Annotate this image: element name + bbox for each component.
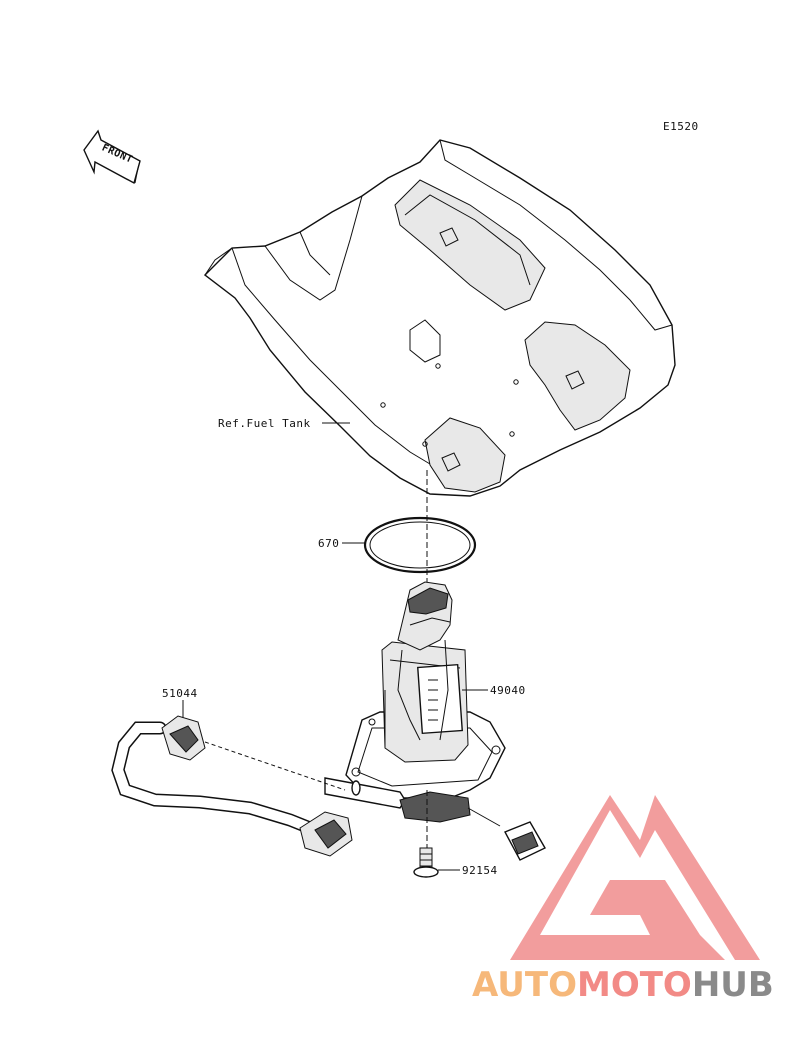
diagram-code: E1520 <box>663 120 699 133</box>
watermark-auto: AUTO <box>472 965 577 1005</box>
watermark-moto: MOTO <box>577 965 692 1005</box>
bolt-illustration <box>413 847 439 878</box>
label-fuel-pump: 49040 <box>490 684 526 697</box>
label-fuel-hose: 51044 <box>162 687 198 700</box>
front-arrow-icon: FRONT <box>83 129 141 185</box>
svg-text:AUTOMOTOHUB: AUTOMOTOHUB <box>472 965 774 1005</box>
watermark-hub: HUB <box>692 965 774 1005</box>
watermark-logo-icon <box>510 795 760 960</box>
label-fuel-tank: Ref.Fuel Tank <box>218 417 311 430</box>
fuel-hose-illustration <box>111 715 353 857</box>
fuel-tank-illustration <box>203 139 676 497</box>
watermark-text: AUTOMOTOHUB <box>472 965 774 1005</box>
fuel-pump-illustration <box>324 581 546 861</box>
label-o-ring: 670 <box>318 537 339 550</box>
o-ring <box>363 516 477 574</box>
label-bolt: 92154 <box>462 864 498 877</box>
